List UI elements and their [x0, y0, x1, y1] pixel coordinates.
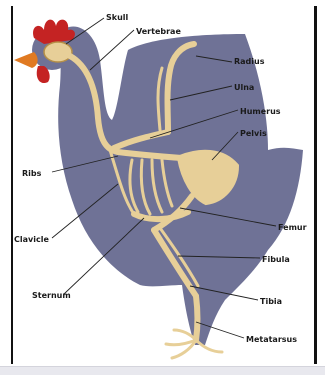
skull-bone: [44, 42, 72, 62]
label-fibula: Fibula: [262, 255, 290, 264]
label-clavicle: Clavicle: [14, 235, 49, 244]
label-radius: Radius: [234, 57, 265, 66]
label-sternum: Sternum: [32, 291, 71, 300]
label-pelvis: Pelvis: [240, 129, 267, 138]
chicken-comb: [33, 20, 75, 44]
label-ulna: Ulna: [234, 83, 254, 92]
metatarsus-bone: [196, 296, 198, 340]
label-femur: Femur: [278, 223, 307, 232]
label-humerus: Humerus: [240, 107, 281, 116]
label-metatarsus: Metatarsus: [246, 335, 297, 344]
chicken-beak: [14, 52, 38, 68]
label-skull: Skull: [106, 13, 129, 22]
label-tibia: Tibia: [260, 297, 282, 306]
label-ribs: Ribs: [22, 169, 42, 178]
label-vertebrae: Vertebrae: [136, 27, 181, 36]
